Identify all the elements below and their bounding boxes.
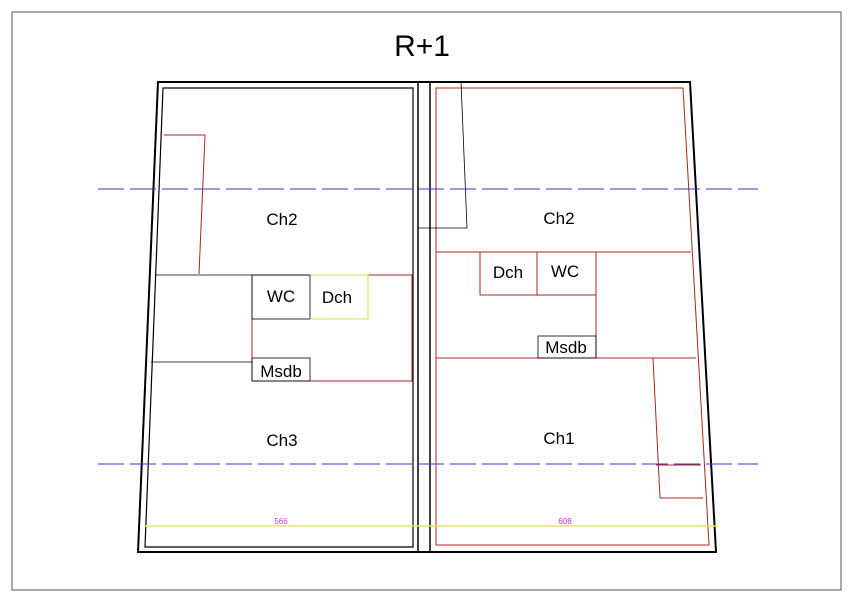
left-ch3-label: Ch3: [266, 431, 297, 450]
left-msdb-box: [251, 357, 311, 382]
stair-outline: [418, 81, 468, 229]
right-unit-inner-wall: [435, 87, 710, 546]
right-wc-label: WC: [551, 262, 579, 281]
right-closet: [652, 357, 703, 499]
drawing-frame: [11, 11, 842, 591]
right-ch2-label: Ch2: [543, 209, 574, 228]
right-msdb-box: [537, 335, 597, 359]
left-msdb-label: Msdb: [260, 362, 302, 381]
left-wc-box: [251, 274, 311, 320]
outer-wall: [136, 81, 718, 553]
plan-title: R+1: [394, 30, 450, 63]
left-ch2-label: Ch2: [266, 210, 297, 229]
right-ch1-label: Ch1: [543, 429, 574, 448]
left-dch-label: Dch: [322, 288, 352, 307]
left-dch-box: [310, 274, 369, 320]
right-wc-box: [536, 251, 597, 296]
left-dimension-label: 566: [274, 517, 288, 526]
left-unit-inner-wall: [144, 87, 414, 548]
right-msdb-label: Msdb: [545, 338, 587, 357]
right-dch-label: Dch: [493, 263, 523, 282]
right-dimension-label: 608: [558, 517, 572, 526]
left-wc-label: WC: [267, 287, 295, 306]
left-closet: [164, 134, 206, 275]
